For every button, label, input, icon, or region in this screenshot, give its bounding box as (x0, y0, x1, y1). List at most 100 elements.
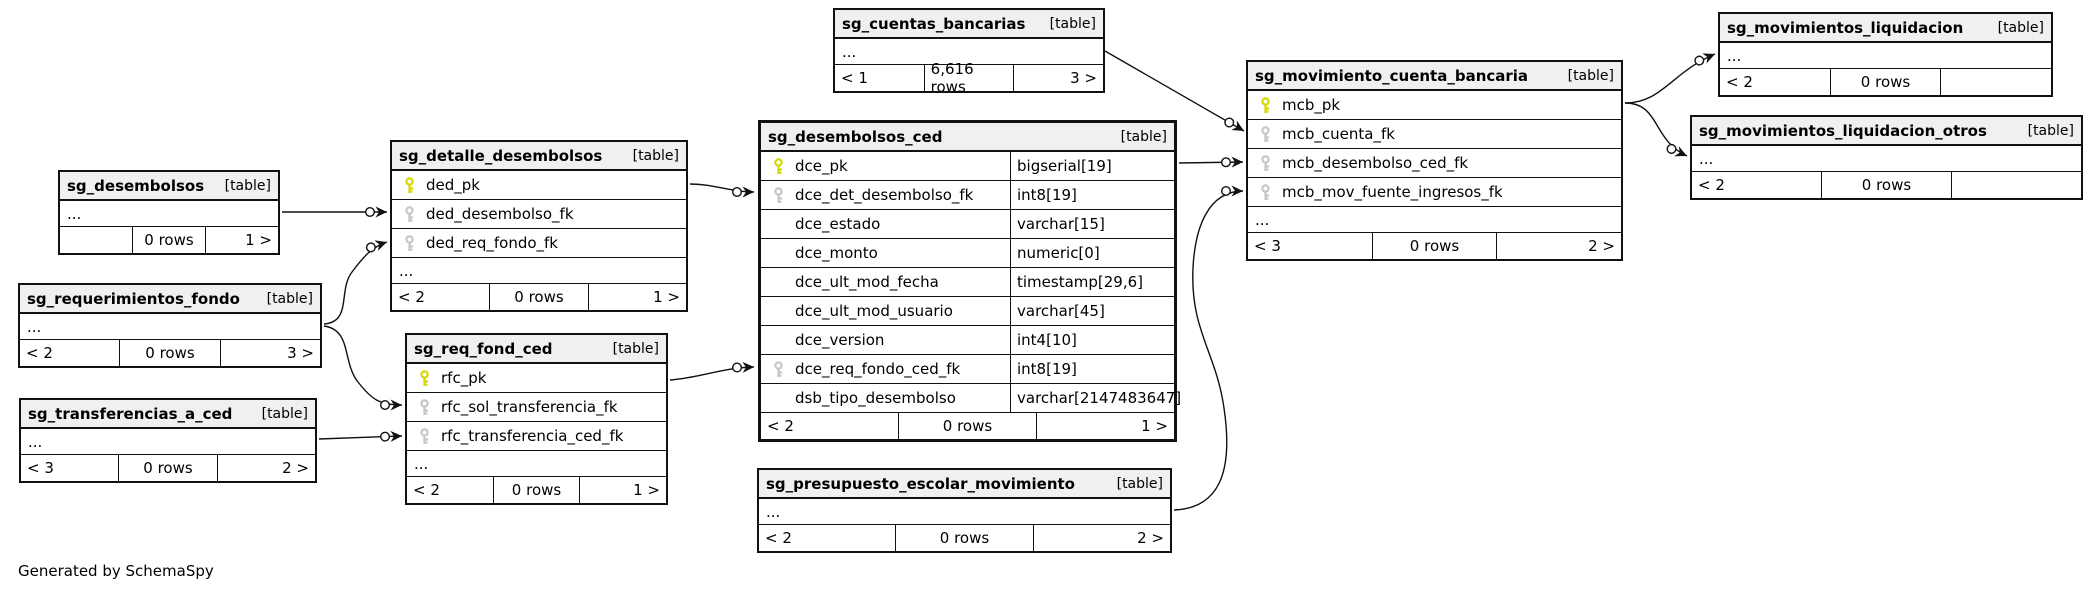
column-name: mcb_mov_fuente_ingresos_fk (1282, 183, 1503, 201)
row-count: 0 rows (144, 231, 194, 249)
column-name: rfc_sol_transferencia_fk (441, 398, 618, 416)
table-name[interactable]: sg_req_fond_ced (414, 339, 553, 358)
table-tag: [table] (1049, 15, 1096, 32)
table-sg-movimientos-liquidacion-otros[interactable]: sg_movimientos_liquidacion_otros [table]… (1690, 115, 2083, 200)
foreign-key-icon (392, 205, 426, 223)
column-name: dce_pk (795, 157, 848, 175)
table-sg-req-fond-ced[interactable]: sg_req_fond_ced [table] rfc_pk rfc_sol_t… (405, 333, 668, 505)
table-name[interactable]: sg_cuentas_bancarias (842, 14, 1026, 33)
column-row: mcb_desembolso_ced_fk (1248, 149, 1621, 178)
ellipsis-row: ... (20, 314, 320, 340)
column-row: rfc_transferencia_ced_fk (407, 422, 666, 451)
table-name[interactable]: sg_desembolsos (67, 176, 205, 195)
table-sg-movimiento-cuenta-bancaria[interactable]: sg_movimiento_cuenta_bancaria [table] mc… (1246, 60, 1623, 261)
column-type: numeric[0] (1010, 239, 1174, 267)
column-row: dce_req_fondo_ced_fk int8[19] (761, 355, 1174, 384)
table-header: sg_transferencias_a_ced [table] (21, 400, 315, 429)
ellipsis-row: ... (60, 201, 278, 227)
related-right-count: 2 > (1032, 525, 1170, 551)
column-name: rfc_transferencia_ced_fk (441, 427, 624, 445)
column-name: dce_ult_mod_usuario (795, 302, 953, 320)
table-name[interactable]: sg_transferencias_a_ced (28, 404, 233, 423)
table-footer: < 2 0 rows 1 > (392, 284, 686, 310)
table-tag: [table] (1116, 475, 1163, 492)
table-sg-cuentas-bancarias[interactable]: sg_cuentas_bancarias [table] ... < 1 6,6… (833, 8, 1105, 96)
table-name[interactable]: sg_movimientos_liquidacion (1727, 18, 1964, 37)
column-row: dce_ult_mod_usuario varchar[45] (761, 297, 1174, 326)
column-row: mcb_mov_fuente_ingresos_fk (1248, 178, 1621, 207)
table-sg-transferencias-a-ced[interactable]: sg_transferencias_a_ced [table] ... < 3 … (19, 398, 317, 483)
column-row: dce_estado varchar[15] (761, 210, 1174, 239)
table-sg-desembolsos-ced[interactable]: sg_desembolsos_ced [table] dce_pk bigser… (758, 120, 1181, 442)
column-name: dsb_tipo_desembolso (795, 389, 956, 407)
ellipsis-row: ... (407, 451, 666, 477)
column-row: ded_pk (392, 171, 686, 200)
table-footer: < 3 0 rows 2 > (1248, 233, 1621, 259)
related-right-count: 3 > (219, 340, 320, 366)
related-left-count: < 3 (1248, 233, 1373, 259)
column-name: mcb_pk (1282, 96, 1341, 114)
column-row: rfc_sol_transferencia_fk (407, 393, 666, 422)
row-count: 0 rows (1861, 176, 1912, 194)
column-name: mcb_cuenta_fk (1282, 125, 1395, 143)
rel-rfcpk-to-dce-req-fondo-ced-fk (669, 361, 755, 381)
column-row: ded_desembolso_fk (392, 200, 686, 229)
column-type: varchar[45] (1010, 297, 1174, 325)
table-header: sg_req_fond_ced [table] (407, 335, 666, 364)
column-row: mcb_cuenta_fk (1248, 120, 1621, 149)
table-footer: < 2 0 rows 1 > (407, 477, 666, 503)
foreign-key-icon (1248, 154, 1282, 172)
table-name[interactable]: sg_desembolsos_ced (768, 127, 943, 146)
row-count: 0 rows (143, 459, 193, 477)
rel-mcbpk-to-movimientos-liquidacion (1624, 53, 1716, 104)
table-name[interactable]: sg_presupuesto_escolar_movimiento (766, 474, 1075, 493)
ellipsis-row: ... (21, 429, 315, 455)
column-name: rfc_pk (441, 369, 487, 387)
rel-presupuesto-to-mcb-fuente-fk (1173, 185, 1244, 511)
related-left-count: < 3 (21, 455, 120, 481)
table-sg-desembolsos[interactable]: sg_desembolsos [table] ... 0 rows 1 > (58, 170, 280, 255)
column-name: dce_monto (795, 244, 878, 262)
column-type: bigserial[19] (1010, 152, 1174, 180)
table-sg-movimientos-liquidacion[interactable]: sg_movimientos_liquidacion [table] ... <… (1718, 12, 2053, 97)
table-tag: [table] (632, 147, 679, 164)
row-count: 0 rows (511, 481, 562, 499)
table-name[interactable]: sg_requerimientos_fondo (27, 289, 240, 308)
primary-key-icon (407, 369, 441, 387)
related-left-count: < 2 (1720, 69, 1831, 95)
related-right-count (1940, 69, 2051, 95)
rel-dedpk-to-dce-det-desembolso-fk (689, 183, 755, 198)
column-row: ded_req_fondo_fk (392, 229, 686, 258)
foreign-key-icon (407, 427, 441, 445)
table-name[interactable]: sg_movimiento_cuenta_bancaria (1255, 66, 1529, 85)
table-tag: [table] (261, 405, 308, 422)
column-type: varchar[15] (1010, 210, 1174, 238)
table-sg-presupuesto-escolar-movimiento[interactable]: sg_presupuesto_escolar_movimiento [table… (757, 468, 1172, 553)
foreign-key-icon (761, 360, 795, 378)
table-footer: < 3 0 rows 2 > (21, 455, 315, 481)
related-right-count: 1 > (1036, 413, 1174, 439)
table-sg-requerimientos-fondo[interactable]: sg_requerimientos_fondo [table] ... < 2 … (18, 283, 322, 368)
rel-dcepk-to-mcb-desembolso-fk (1178, 156, 1244, 168)
ellipsis-row: ... (1720, 43, 2051, 69)
table-name[interactable]: sg_movimientos_liquidacion_otros (1699, 121, 1987, 140)
related-right-count: 1 > (587, 284, 686, 310)
related-right-count: 1 > (205, 227, 278, 253)
table-name[interactable]: sg_detalle_desembolsos (399, 146, 603, 165)
table-sg-detalle-desembolsos[interactable]: sg_detalle_desembolsos [table] ded_pk de… (390, 140, 688, 312)
rel-transferencias-to-rfc-transferencia-ced-fk (318, 430, 403, 442)
column-name: mcb_desembolso_ced_fk (1282, 154, 1469, 172)
column-name: dce_version (795, 331, 885, 349)
column-row: rfc_pk (407, 364, 666, 393)
generated-by-note: Generated by SchemaSpy (18, 562, 214, 580)
row-count: 0 rows (939, 529, 990, 547)
ellipsis-row: ... (1248, 207, 1621, 233)
column-row: dsb_tipo_desembolso varchar[2147483647] (761, 384, 1181, 413)
row-count: 6,616 rows (930, 60, 974, 96)
table-header: sg_cuentas_bancarias [table] (835, 10, 1103, 39)
foreign-key-icon (407, 398, 441, 416)
row-count: 0 rows (942, 417, 993, 435)
table-header: sg_desembolsos [table] (60, 172, 278, 201)
table-footer: < 1 6,616 rows 3 > (835, 60, 1103, 96)
row-count: 0 rows (1860, 73, 1911, 91)
